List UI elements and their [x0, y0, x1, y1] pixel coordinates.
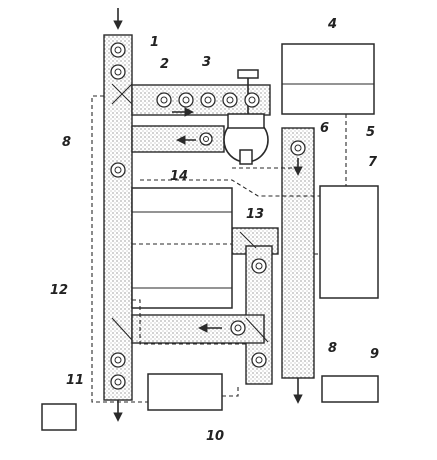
label-1: 1 [150, 35, 159, 50]
central-chamber [131, 187, 233, 309]
control-line-12 [91, 95, 148, 403]
label-8-left: 8 [62, 135, 71, 150]
label-3: 3 [202, 55, 211, 70]
label-8-right: 8 [328, 341, 337, 356]
control-line-14 [140, 179, 320, 197]
unit-11-box [41, 403, 77, 431]
label-9: 9 [370, 347, 379, 362]
left-conveyor-column [103, 34, 133, 401]
label-11: 11 [66, 373, 84, 388]
unit-7-box [319, 185, 379, 299]
control-line-10 [222, 384, 239, 397]
bottom-conveyor-rollers [230, 258, 267, 368]
unit-9-box [321, 375, 379, 403]
unit-4-box [281, 43, 375, 115]
right-column-rollers [290, 140, 306, 156]
label-6: 6 [320, 121, 329, 136]
label-12: 12 [50, 283, 68, 298]
label-13: 13 [246, 207, 264, 222]
label-2: 2 [160, 57, 169, 72]
top-conveyor-rollers [156, 92, 260, 108]
label-10: 10 [206, 429, 224, 444]
label-5: 5 [366, 125, 375, 140]
unit-10-box [147, 373, 223, 411]
label-7: 7 [368, 155, 378, 170]
label-4: 4 [327, 17, 337, 32]
return-conveyor-rollers [199, 132, 213, 146]
left-column-rollers [110, 42, 126, 390]
label-14: 14 [170, 169, 188, 184]
control-line-bottom [132, 299, 246, 345]
